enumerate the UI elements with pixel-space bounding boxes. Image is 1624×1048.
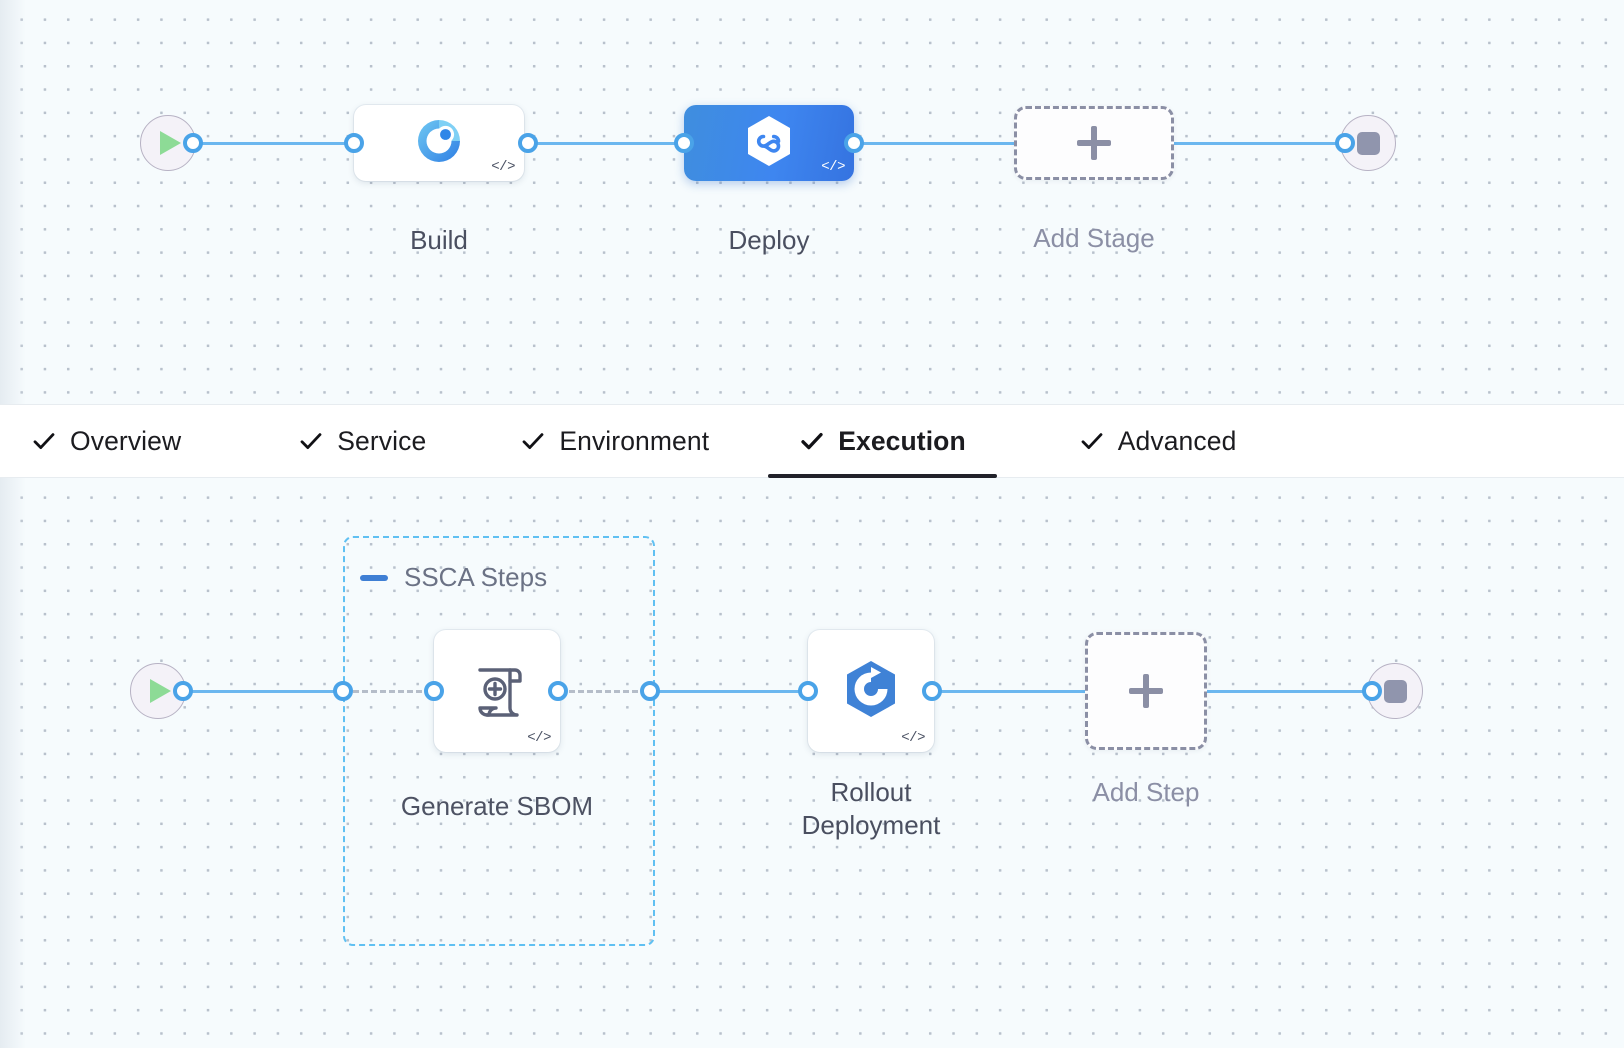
step-group-title: SSCA Steps — [404, 562, 548, 592]
plus-icon — [1077, 126, 1111, 160]
step-node-rollout-deployment[interactable]: </> — [808, 630, 934, 752]
execution-start-output-port[interactable] — [173, 681, 193, 701]
sbom-scroll-plus-icon — [464, 656, 530, 727]
minus-icon[interactable] — [360, 574, 388, 581]
step-group-header[interactable]: SSCA Steps — [360, 562, 547, 593]
execution-graph-canvas[interactable]: SSCA Steps — [0, 478, 1624, 1048]
edge-build-to-deploy — [519, 141, 695, 145]
add-step-label: Add Step — [1092, 777, 1200, 807]
rollout-code-tag[interactable]: </> — [901, 730, 925, 746]
tab-label-overview: Overview — [70, 425, 182, 456]
execution-end-input-port[interactable] — [1362, 681, 1382, 701]
sbom-code-tag[interactable]: </> — [527, 730, 551, 746]
deploy-output-port[interactable] — [844, 133, 864, 153]
stage-graph-canvas[interactable]: </> Build </> Deploy Add St — [0, 0, 1624, 404]
step-label-generate-sbom: Generate SBOM — [400, 791, 594, 821]
tab-label-service: Service — [337, 425, 427, 456]
deploy-input-port[interactable] — [674, 133, 694, 153]
build-code-tag[interactable]: </> — [491, 159, 515, 175]
play-icon — [160, 131, 181, 155]
check-icon — [298, 428, 324, 454]
edge-start-to-build — [186, 141, 361, 145]
tab-label-advanced: Advanced — [1117, 425, 1237, 456]
sbom-output-port[interactable] — [548, 681, 568, 701]
stop-icon — [1356, 131, 1380, 155]
plus-icon — [1129, 674, 1163, 708]
build-target-icon — [414, 116, 464, 171]
add-stage-label: Add Stage — [1033, 223, 1155, 253]
stage-config-tabs[interactable]: Overview Service Environment Execution — [0, 404, 1624, 478]
edge-sbom-to-group-out — [560, 689, 656, 693]
edge-start-to-group — [176, 689, 348, 693]
tab-service[interactable]: Service — [298, 404, 426, 478]
pipeline-end-node[interactable] — [1340, 115, 1396, 171]
step-node-generate-sbom[interactable]: </> — [434, 630, 560, 752]
edge-rollout-to-addstep — [932, 689, 1092, 693]
tab-advanced[interactable]: Advanced — [1079, 404, 1237, 478]
edge-addstep-to-end — [1205, 689, 1385, 693]
execution-start-node[interactable] — [130, 663, 186, 719]
check-icon — [799, 428, 825, 454]
harness-cd-hexagon-icon — [743, 114, 795, 173]
check-icon — [1079, 428, 1105, 454]
step-label-rollout-deployment: Rollout Deployment — [801, 777, 941, 841]
step-group-ssca-steps[interactable] — [343, 536, 655, 946]
end-input-port[interactable] — [1335, 133, 1355, 153]
build-output-port[interactable] — [518, 133, 538, 153]
group-input-port[interactable] — [333, 681, 353, 701]
stage-node-deploy[interactable]: </> — [684, 105, 854, 181]
rollout-input-port[interactable] — [798, 681, 818, 701]
stage-node-build[interactable]: </> — [354, 105, 524, 181]
group-output-port[interactable] — [640, 681, 660, 701]
edge-addstage-to-end — [1160, 141, 1356, 145]
build-input-port[interactable] — [344, 133, 364, 153]
tab-environment[interactable]: Environment — [520, 404, 709, 478]
check-icon — [31, 428, 57, 454]
deploy-code-tag[interactable]: </> — [821, 159, 845, 175]
stage-label-deploy: Deploy — [728, 225, 810, 255]
start-output-port[interactable] — [183, 133, 203, 153]
tab-label-execution: Execution — [838, 425, 966, 456]
tab-label-environment: Environment — [559, 425, 710, 456]
rollout-deployment-hexagon-icon — [840, 658, 902, 725]
tab-overview[interactable]: Overview — [31, 404, 181, 478]
edge-group-to-rollout — [650, 689, 816, 693]
play-icon — [150, 679, 171, 703]
rollout-output-port[interactable] — [922, 681, 942, 701]
edge-group-in-to-sbom — [344, 689, 440, 693]
tab-execution[interactable]: Execution — [768, 404, 997, 478]
check-icon — [520, 428, 546, 454]
add-step-button[interactable] — [1085, 632, 1207, 750]
sbom-input-port[interactable] — [424, 681, 444, 701]
stage-label-build: Build — [410, 225, 468, 255]
stop-icon — [1383, 679, 1407, 703]
edge-deploy-to-addstage — [845, 141, 1025, 145]
tab-underline-active — [768, 474, 997, 478]
add-stage-button[interactable] — [1014, 106, 1174, 180]
